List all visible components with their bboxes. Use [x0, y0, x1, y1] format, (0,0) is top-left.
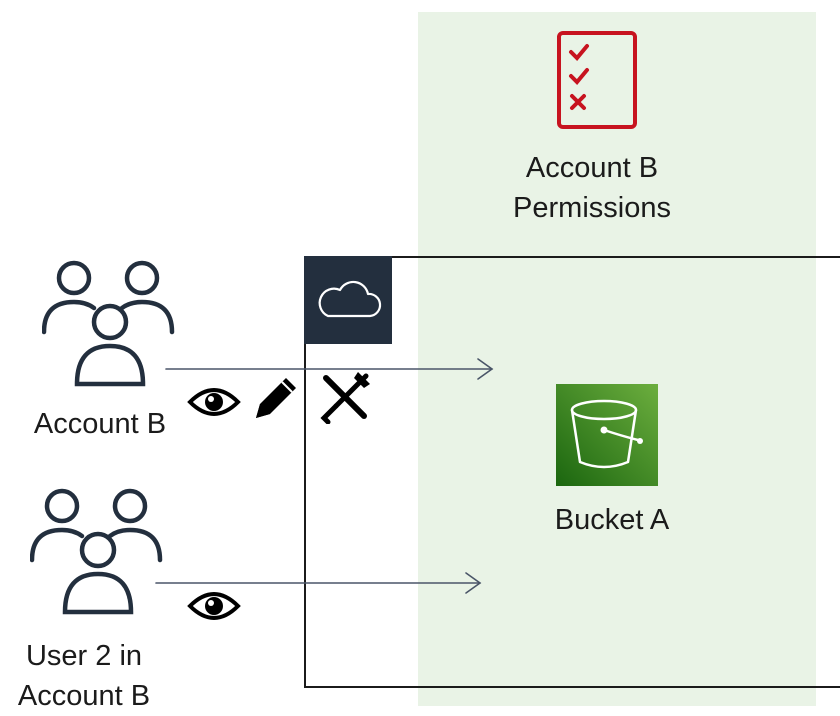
bucket-tile[interactable] — [556, 384, 658, 486]
permissions-label-line1: Account B — [525, 152, 659, 184]
bucket-icon — [570, 399, 643, 469]
account-b-users-icon — [42, 256, 178, 392]
eye-icon — [186, 382, 242, 422]
checklist-icon — [556, 30, 638, 130]
user-2-label: User 2 in Account B — [0, 636, 184, 716]
cloud-icon — [318, 280, 382, 318]
pencil-icon — [250, 372, 302, 424]
user-2-label-line1: User 2 in — [25, 640, 143, 672]
cloud-badge — [304, 256, 392, 344]
arrow-head-account-b — [477, 358, 494, 380]
permissions-label: Account B Permissions — [492, 148, 692, 228]
account-b-label: Account B — [0, 404, 200, 444]
tools-icon — [318, 368, 374, 424]
account-b-label-line1: Account B — [33, 408, 167, 440]
user-2-label-line2: Account B — [17, 680, 151, 712]
permissions-label-line2: Permissions — [513, 192, 671, 224]
eye-icon — [186, 586, 242, 626]
user-2-users-icon — [30, 484, 166, 620]
arrow-head-user-2 — [465, 572, 482, 594]
bucket-label: Bucket A — [554, 504, 670, 536]
cloud-boundary — [304, 256, 840, 688]
